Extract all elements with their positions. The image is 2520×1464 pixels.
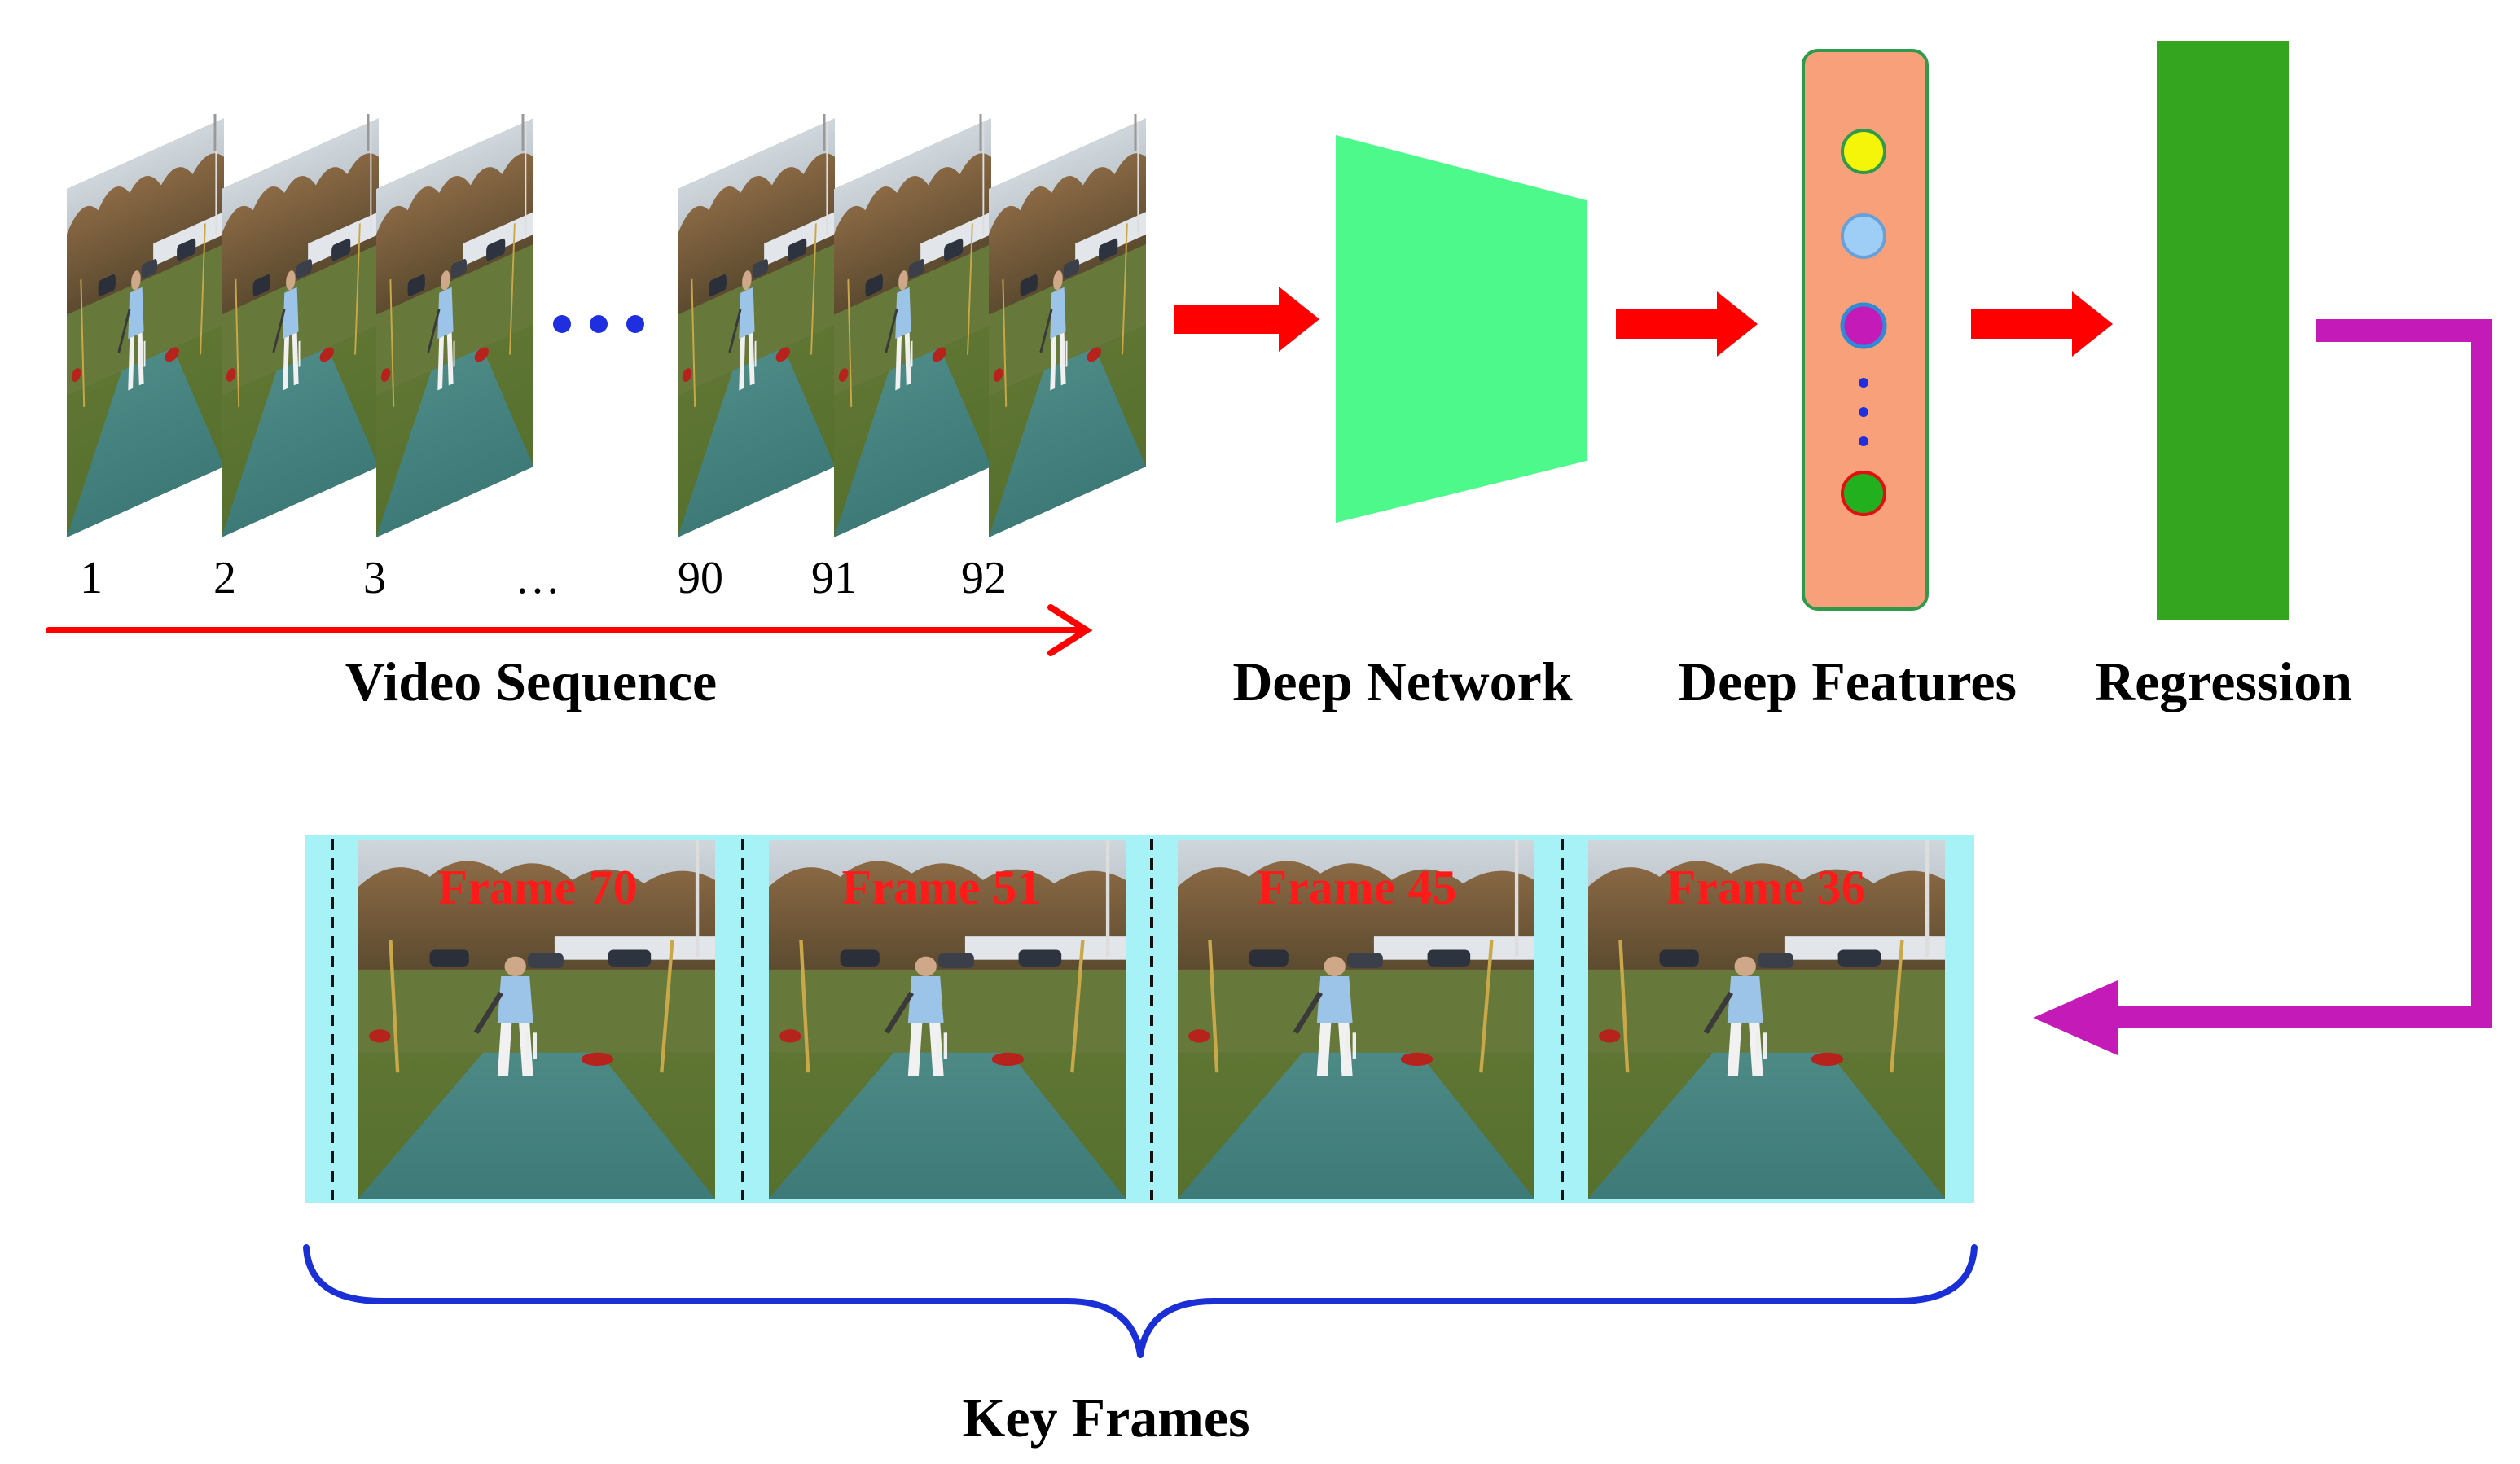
video-frame bbox=[834, 118, 991, 537]
frame-number: 92 bbox=[961, 553, 1007, 603]
frame-number: 1 bbox=[80, 553, 103, 603]
key-frame-images: Frame 70 Frame 51 Frame 45 Frame 36 bbox=[358, 840, 1945, 1199]
key-frame-title: Frame 51 bbox=[842, 861, 1042, 914]
video-frame bbox=[67, 118, 224, 537]
deep-network-label: Deep Network bbox=[1232, 651, 1573, 712]
feature-node-dot bbox=[1859, 407, 1868, 417]
video-sequence-label: Video Sequence bbox=[345, 651, 717, 712]
feature-node-green bbox=[1841, 471, 1886, 516]
key-frame: Frame 45 bbox=[1178, 840, 1534, 1199]
key-frame: Frame 51 bbox=[769, 840, 1126, 1199]
ellipsis-dots bbox=[553, 315, 644, 333]
feature-node-blue bbox=[1841, 213, 1886, 259]
time-arrow bbox=[46, 604, 1093, 656]
video-frame bbox=[678, 118, 835, 537]
feature-node-magenta bbox=[1840, 302, 1887, 349]
frame-number: 3 bbox=[363, 553, 386, 603]
frame-number: 2 bbox=[213, 553, 236, 603]
feature-node-yellow bbox=[1841, 129, 1886, 174]
output-arrow bbox=[2033, 319, 2492, 1055]
video-frame bbox=[376, 118, 533, 537]
video-frame bbox=[222, 118, 379, 537]
frame-number: 90 bbox=[678, 553, 723, 603]
video-frame-stack bbox=[67, 114, 1146, 537]
deep-features-label: Deep Features bbox=[1678, 651, 2017, 712]
deep-network-shape bbox=[1336, 135, 1587, 523]
frame-number: … bbox=[515, 553, 560, 603]
frame-number: 91 bbox=[811, 553, 857, 603]
arrow-to-regression bbox=[1971, 291, 2113, 357]
feature-nodes bbox=[1840, 129, 1887, 516]
key-frames-label: Key Frames bbox=[962, 1387, 1249, 1449]
key-frame-title: Frame 45 bbox=[1258, 861, 1457, 914]
key-frame: Frame 36 bbox=[1588, 840, 1945, 1199]
regression-block bbox=[2157, 41, 2289, 620]
key-frame: Frame 70 bbox=[358, 840, 715, 1199]
regression-label: Regression bbox=[2095, 651, 2352, 712]
arrow-to-network bbox=[1174, 287, 1319, 352]
key-frames-brace bbox=[303, 1244, 1978, 1358]
key-frame-dividers bbox=[331, 839, 1564, 1200]
feature-node-dot bbox=[1859, 436, 1868, 446]
feature-node-dot bbox=[1859, 378, 1868, 388]
video-frame bbox=[989, 118, 1146, 537]
key-frame-title: Frame 70 bbox=[438, 861, 638, 914]
key-frame-title: Frame 36 bbox=[1666, 861, 1866, 914]
frame-number-labels: 1 2 3 … 90 91 92 bbox=[80, 553, 1007, 603]
arrow-to-features bbox=[1616, 291, 1758, 357]
